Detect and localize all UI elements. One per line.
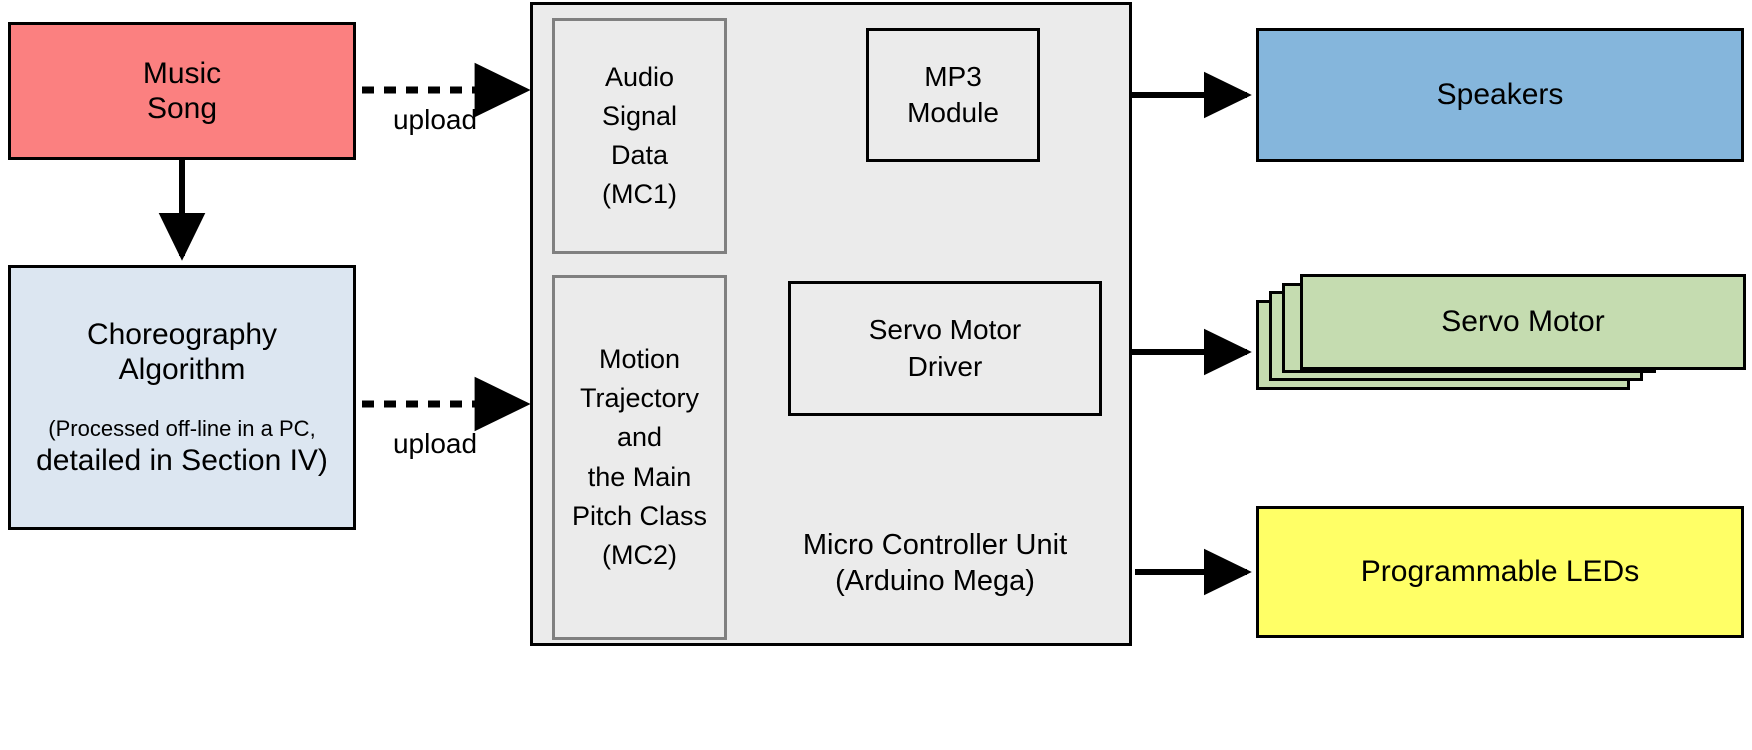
node-speakers[interactable]: Speakers — [1256, 28, 1744, 162]
mc2-line1: Motion — [598, 344, 681, 375]
node-mp3-module[interactable]: MP3 Module — [866, 28, 1040, 162]
mc1-line2: Signal — [601, 100, 678, 131]
mc2-line4: the Main — [587, 461, 692, 492]
music-song-line1: Music — [142, 56, 222, 90]
edge-label-upload-bottom: upload — [392, 428, 478, 459]
choreography-line2: Algorithm — [118, 353, 246, 387]
mc1-line1: Audio — [604, 61, 675, 92]
mc2-line3: and — [616, 422, 663, 453]
mc2-line6: (MC2) — [602, 539, 677, 570]
choreography-note-line2: detailed in Section IV) — [36, 443, 328, 477]
node-servo-motor-stack[interactable]: Servo Motor — [1256, 274, 1746, 390]
mcu-label-line1: Micro Controller Unit — [802, 529, 1068, 561]
mc1-line4: (MC1) — [602, 179, 677, 210]
choreography-note-line1: (Processed off-line in a PC, — [48, 415, 316, 441]
servo-motor-label: Servo Motor — [1441, 305, 1605, 338]
node-programmable-leds[interactable]: Programmable LEDs — [1256, 506, 1744, 638]
mp3-line2: Module — [907, 97, 999, 128]
mc2-line5: Pitch Class — [571, 500, 708, 531]
edge-label-upload-top: upload — [392, 104, 478, 135]
node-music-song[interactable]: Music Song — [8, 22, 356, 160]
speakers-label: Speakers — [1436, 78, 1564, 112]
mcu-label-line2: (Arduino Mega) — [835, 565, 1035, 598]
servo-driver-line1: Servo Motor — [868, 314, 1022, 346]
mc1-line3: Data — [610, 140, 669, 170]
mcu-label: Micro Controller Unit (Arduino Mega) — [770, 527, 1100, 600]
mc2-line2: Trajectory — [579, 383, 700, 414]
node-servo-motor[interactable]: Servo Motor — [1300, 274, 1746, 370]
leds-label: Programmable LEDs — [1360, 555, 1640, 589]
music-song-line2: Song — [146, 92, 218, 125]
node-choreography-algorithm[interactable]: Choreography Algorithm (Processed off-li… — [8, 265, 356, 530]
node-motion-trajectory-mc2[interactable]: Motion Trajectory and the Main Pitch Cla… — [552, 275, 727, 640]
servo-driver-line2: Driver — [907, 350, 983, 382]
node-servo-motor-driver[interactable]: Servo Motor Driver — [788, 281, 1102, 416]
choreography-line1: Choreography — [86, 317, 278, 351]
node-audio-signal-data-mc1[interactable]: Audio Signal Data (MC1) — [552, 18, 727, 254]
mp3-line1: MP3 — [924, 60, 982, 92]
